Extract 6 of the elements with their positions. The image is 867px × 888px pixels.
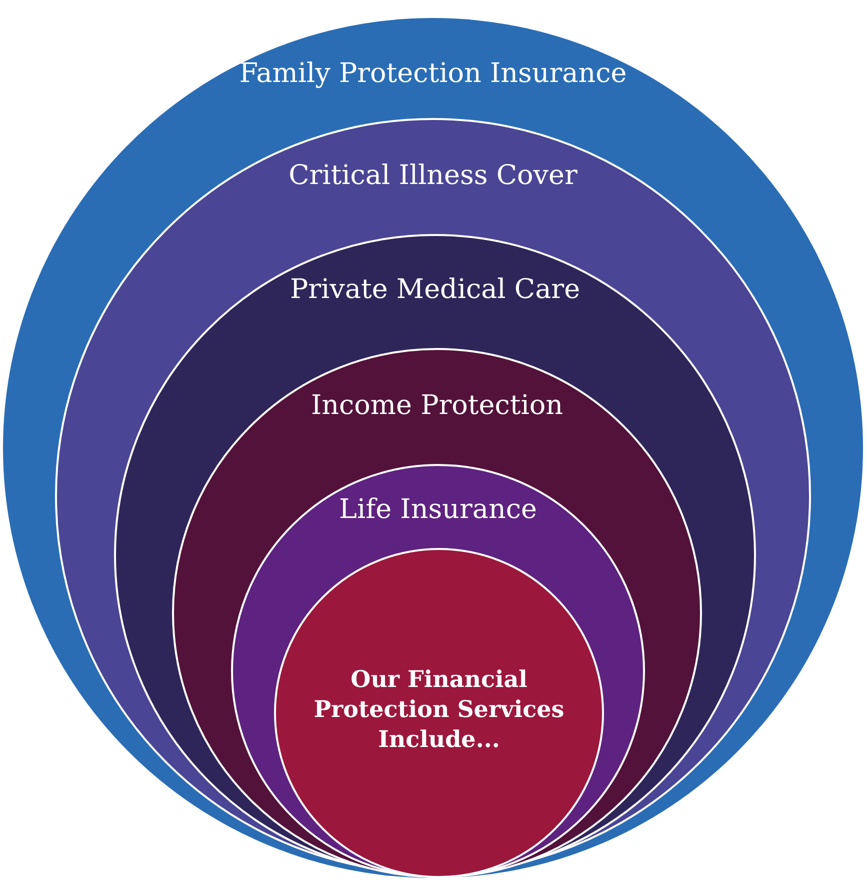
ring-label: Life Insurance (338, 494, 538, 525)
center-heading: Our Financial Protection Services Include... (312, 665, 566, 755)
ring-label: Family Protection Insurance (238, 58, 628, 89)
ring-label: Private Medical Care (288, 274, 582, 305)
ring-label: Critical Illness Cover (288, 160, 578, 191)
ring-label: Income Protection (310, 390, 564, 421)
